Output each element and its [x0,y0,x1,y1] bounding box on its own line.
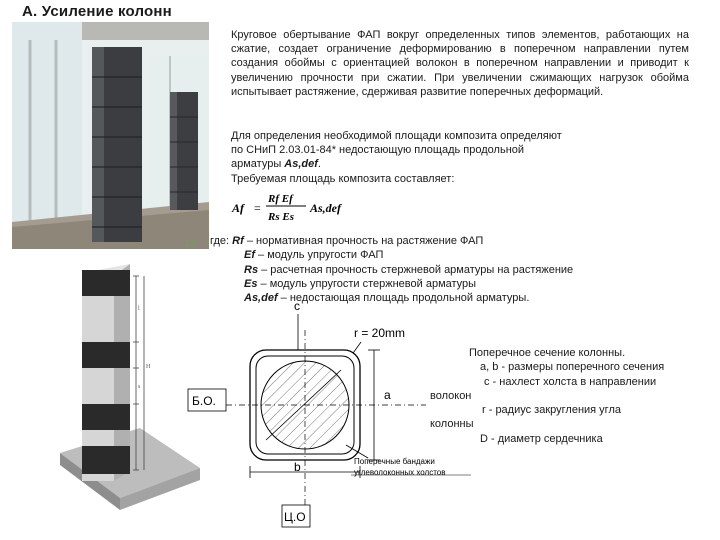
legend-line: r - радиус закругления угла [482,404,621,417]
definitions-list: где: Rf – нормативная прочность на растя… [210,234,680,305]
dim-b-label: b [294,460,301,474]
req-line-4: Требуемая площадь композита составляет: [231,172,455,185]
req-line-3-suffix: . [317,158,321,171]
svg-text:H: H [146,364,151,370]
req-line-3-prefix: арматуры [231,158,285,171]
section-legend: Поперечное сечение колонны. a, b - разме… [426,346,716,446]
radius-label: r = 20mm [354,326,405,340]
dim-c-label: c [294,300,300,313]
bandage-leader [345,444,369,459]
bo-box [187,388,227,412]
req-line-3: арматуры As,def. [231,157,691,171]
definition-text: – расчетная прочность стержневой арматур… [258,263,574,276]
definition-row: Ef – модуль упругости ФАП [210,248,680,262]
column-cross-section-diagram: c r = 20mm a b Б.О. Ц.О Поперечные банда… [187,300,471,528]
co-box [281,504,311,528]
column-3d-render: l s H [60,264,200,510]
req-line-3-symbol: As,def [284,158,318,171]
svg-text:l: l [138,306,140,312]
req-line-1: Для определения необходимой площади комп… [231,130,562,142]
legend-line: c - нахлест холста в направлении [484,375,657,388]
page-title: А. Усиление колонн [22,3,172,20]
definition-symbol: As,def [244,292,278,305]
definition-row: где: Rf – нормативная прочность на растя… [210,234,680,248]
formula-numerator: Rf Ef [267,193,294,205]
req-line-2: по СНиП 2.03.01-84* недостающую площадь … [231,144,525,157]
definition-row: Es – модуль упругости стержневой арматур… [210,277,680,291]
bandage-label-2: углеволоконных холстов [354,468,445,477]
definition-text: – модуль упругости стержневой арматуры [257,277,477,290]
legend-line: Поперечное сечение колонны. [469,347,626,359]
co-label: Ц.О [284,510,306,524]
legend-line: D - диаметр сердечника [480,432,603,445]
definition-row: Rs – расчетная прочность стержневой арма… [210,263,680,277]
legend-line: a, b - размеры поперечного сечения [480,361,665,374]
definition-text: – нормативная прочность на растяжение ФА… [243,235,484,247]
intro-paragraph: Круговое обертывание ФАП вокруг определе… [231,29,689,98]
definition-text: – модуль упругости ФАП [255,249,384,262]
definition-text: – недостающая площадь продольной арматур… [277,292,530,305]
photo-badge: 17 [185,238,195,248]
definition-row: As,def – недостающая площадь продольной … [210,291,680,305]
composite-area-formula: Af = Rf Ef Rs Es As,def [231,193,342,223]
requirement-paragraph: Для определения необходимой площади комп… [231,129,691,186]
dim-a-label: a [384,388,391,402]
formula-lhs: Af [231,201,245,215]
definition-symbol: Es [244,277,258,290]
bo-label: Б.О. [192,394,216,408]
formula-rhs: As,def [309,201,342,215]
definition-symbol: Ef [244,249,255,262]
wrapped-columns-photo: 17 [12,22,209,249]
definition-prefix: где: [210,235,233,247]
formula-denominator: Rs Es [267,211,294,223]
core-diameter-line [265,369,342,441]
bandage-label-1: Поперечные бандажи [354,457,435,466]
svg-text:s: s [138,384,141,390]
definition-symbol: Rf [232,235,244,247]
legend-line: волокон [430,389,472,402]
definition-symbol: Rs [244,263,259,276]
formula-eq: = [254,201,261,215]
legend-line: колонны [430,418,474,431]
